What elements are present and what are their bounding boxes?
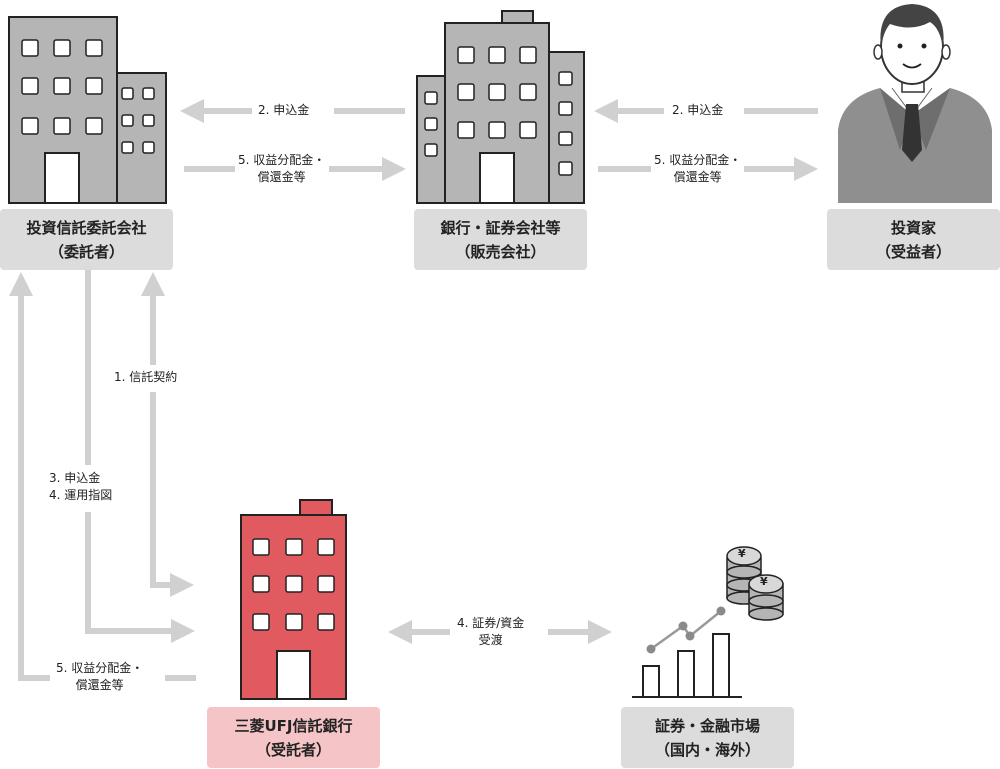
yen-coins-icon [726,546,784,621]
trustee-building-icon [240,499,347,700]
distributor-building-icon [416,10,585,204]
flow-label-subscription-instructions: 3. 申込金 4. 運用指図 [49,471,113,502]
flow-label-securities-settlement: 4. 証券/資金 受渡 [457,616,525,647]
flow-label-subscription-from-investor: 2. 申込金 [672,103,724,117]
trust-company-building-icon [8,16,167,204]
investor-name: 投資家 [890,218,936,237]
trust-company-name: 投資信託委託会社 [26,218,147,237]
market-chart-icon [632,606,742,698]
flow-label-trust-contract: 1. 信託契約 [114,370,178,384]
market-name: 証券・金融市場 [654,716,760,735]
market-label: 証券・金融市場 （国内・海外） [621,707,794,768]
trustee-label: 三菱UFJ信託銀行 （受託者） [207,707,380,768]
distributor-label: 銀行・証券会社等 （販売会社） [414,209,587,270]
investor-person-icon [838,4,992,203]
arrow-instructions-to-trustee [85,512,195,643]
investor-role: （受益者） [875,242,951,261]
trust-company-role: （委託者） [48,242,124,261]
trustee-role: （受託者） [255,740,331,759]
arrow-distribution-from-trustee [9,272,50,681]
investor-label: 投資家 （受益者） [827,209,1000,270]
distributor-role: （販売会社） [455,242,546,261]
distributor-name: 銀行・証券会社等 [440,218,561,237]
flow-label-distribution-to-investor: 5. 収益分配金・ 償還金等 [654,153,742,184]
flow-label-distribution-to-distributor: 5. 収益分配金・ 償還金等 [238,153,326,184]
yen-glyph-2: ¥ [760,575,768,588]
trustee-name: 三菱UFJ信託銀行 [234,716,353,735]
flow-label-subscription-to-trust: 2. 申込金 [258,103,310,117]
flow-arrows [9,99,818,681]
trust-company-label: 投資信託委託会社 （委託者） [0,209,173,270]
flow-label-distribution-from-trustee: 5. 収益分配金・ 償還金等 [56,661,144,692]
market-role: （国内・海外） [654,740,760,759]
yen-glyph-1: ¥ [738,547,746,560]
